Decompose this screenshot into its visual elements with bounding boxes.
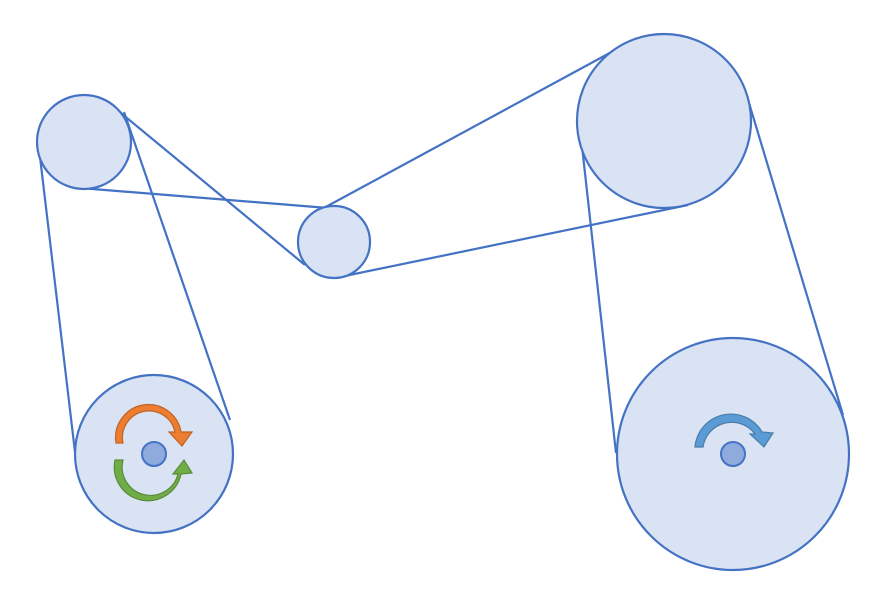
belt-left [36,103,329,453]
belt-segment [578,127,618,454]
pulleys [35,32,851,572]
belt-segment [122,111,232,421]
belts [36,41,845,454]
clockwise-arrow-icon [114,403,194,447]
belt-segment [36,139,77,453]
upper-right-pulley [575,32,753,210]
clockwise-arrow-icon [694,413,775,448]
belt-segment [321,41,631,210]
lower-left-hub [141,441,167,467]
upper-left-pulley [35,93,133,191]
belt-segment [334,203,689,280]
hubs [141,441,746,467]
belt-segment [79,186,329,210]
center-pulley [296,204,372,280]
belt-segment [747,102,845,416]
lower-right-hub [720,441,746,467]
counterclockwise-arrow-icon [113,458,194,502]
belt-segment [109,103,306,266]
belt-right [321,41,845,454]
rotation-arrows [113,403,775,502]
